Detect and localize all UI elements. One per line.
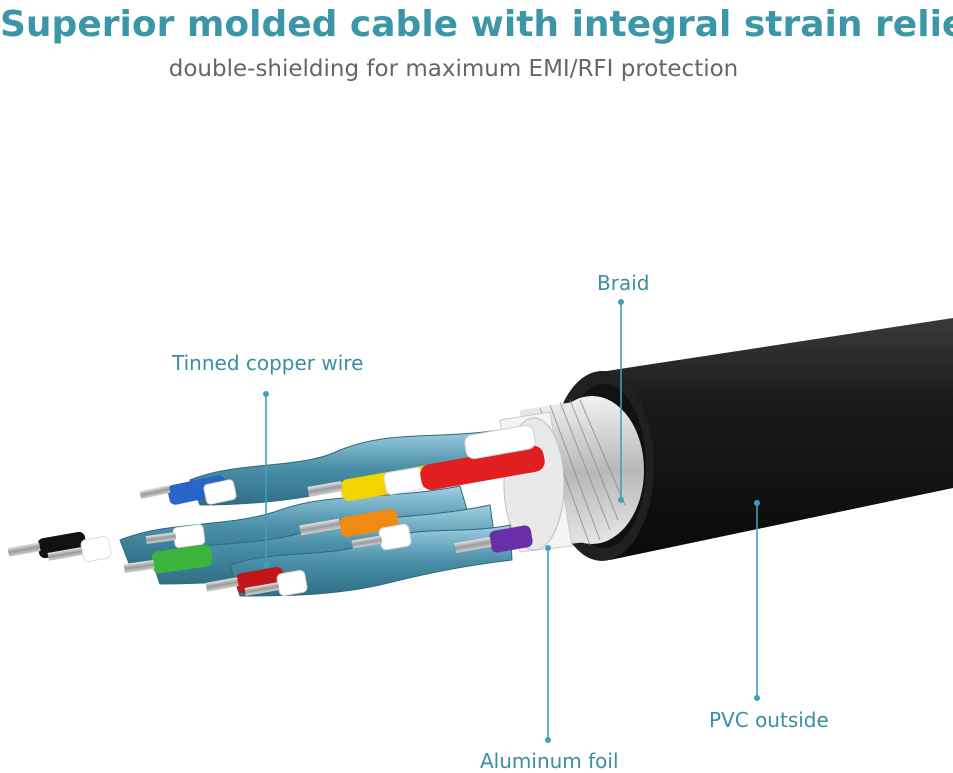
leader-foil — [544, 544, 551, 743]
aluminum-foil — [499, 411, 573, 553]
purple-wire — [454, 525, 533, 554]
red-wire — [420, 445, 545, 490]
label-aluminum-foil: Aluminum foil — [480, 749, 619, 773]
white-wire-top — [464, 424, 536, 460]
leader-lines — [262, 298, 760, 743]
black-wire — [7, 531, 112, 562]
colored-conductors — [7, 424, 545, 596]
label-pvc-outside: PVC outside — [709, 708, 829, 732]
blue-wire — [139, 475, 237, 505]
leader-tinned-copper — [262, 390, 269, 568]
orange-wire — [299, 509, 412, 551]
leader-pvc — [753, 499, 760, 701]
dark-red-wire — [205, 566, 308, 596]
label-braid: Braid — [597, 271, 650, 295]
page-subtitle: double-shielding for maximum EMI/RFI pro… — [168, 56, 739, 82]
green-wire — [123, 524, 213, 574]
twisted-strands — [119, 429, 513, 597]
label-tinned-copper-wire: Tinned copper wire — [172, 351, 364, 375]
page-title: Superior molded cable with integral stra… — [0, 4, 953, 45]
leader-braid — [617, 298, 624, 503]
